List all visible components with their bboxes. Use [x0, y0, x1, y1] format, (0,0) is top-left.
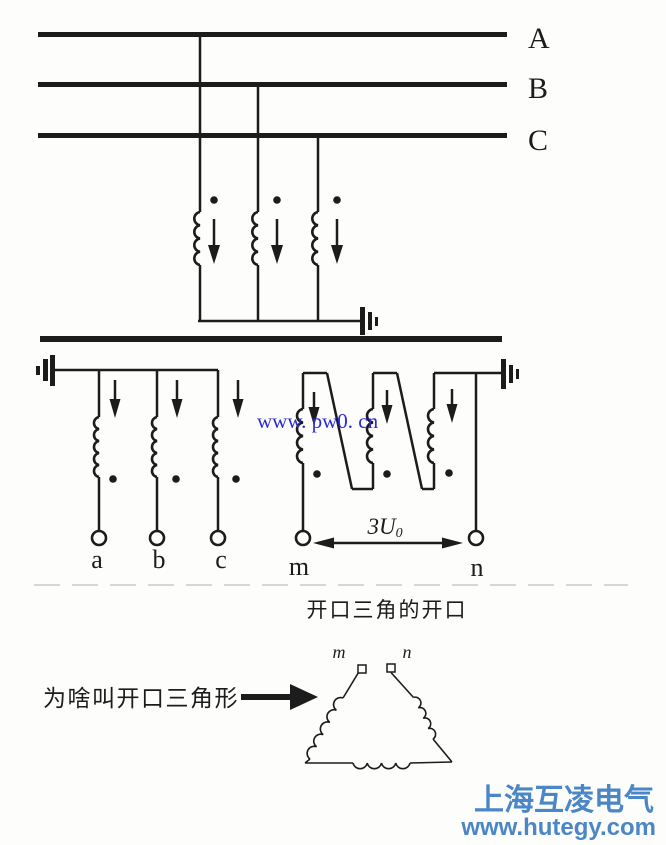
- terminal-b: [148, 529, 166, 547]
- sketch-right-corner: [432, 738, 453, 763]
- polarity-dot: [333, 196, 341, 204]
- secondary-winding-b: b: [148, 370, 183, 574]
- primary-coil-b: [251, 210, 259, 267]
- current-arrow-head: [109, 399, 121, 418]
- primary-coil-c: [311, 210, 319, 267]
- primary-windings: [193, 34, 378, 335]
- ground-symbol-secondary-right: [501, 359, 519, 389]
- bus-b: [38, 82, 507, 87]
- primary-winding-a: [193, 34, 220, 321]
- voltage-arrow-head-right: [442, 537, 463, 549]
- ground-bar-long: [360, 307, 365, 335]
- primary-busbars: A B C: [38, 22, 550, 157]
- polarity-dot: [172, 475, 180, 483]
- ground-bar-mid: [43, 359, 48, 381]
- pointer-arrow-shaft: [241, 694, 293, 700]
- open-triangle-sketch: m n: [304, 642, 453, 770]
- voltage-3u0-label: 3U0: [366, 514, 402, 541]
- bus-b-label: B: [528, 72, 548, 105]
- voltage-3u0-subscript: 0: [396, 526, 403, 541]
- sketch-left-coil: [306, 696, 344, 760]
- polarity-dot: [383, 470, 391, 478]
- sketch-right-coil: [413, 696, 437, 740]
- ground-bar-long: [501, 359, 506, 389]
- bus-a: [38, 32, 507, 37]
- terminal-c-label: c: [215, 545, 227, 574]
- primary-coil-a: [193, 210, 201, 267]
- pointer-arrow-head: [290, 684, 318, 710]
- secondary-winding-c: c: [209, 370, 244, 574]
- open-delta-winding-2: [365, 371, 434, 491]
- voltage-3u0-arrow: [313, 537, 463, 549]
- terminal-n: [467, 529, 485, 547]
- current-arrow-head: [446, 404, 458, 423]
- sketch-right-lead: [390, 671, 414, 698]
- sketch-terminal-m-square: [357, 664, 367, 674]
- polarity-dot: [273, 196, 281, 204]
- polarity-dot: [210, 196, 218, 204]
- sketch-m-label: m: [333, 642, 346, 662]
- terminal-m-label: m: [289, 552, 309, 581]
- terminal-a: [90, 529, 108, 547]
- voltage-arrow-head-left: [313, 537, 334, 549]
- pointer-arrow: [241, 684, 318, 710]
- delta-coil-3: [426, 407, 435, 465]
- delta-diagonal-1: [325, 372, 354, 490]
- polarity-dot: [445, 469, 453, 477]
- brand-watermark: 上海互凌电气: [474, 784, 654, 817]
- ground-bar-short: [36, 366, 40, 375]
- current-arrow-head: [232, 399, 244, 418]
- delta-diagonal-2: [395, 372, 424, 490]
- terminal-a-label: a: [91, 545, 103, 574]
- open-delta-windings: m n 3U0: [289, 359, 519, 582]
- ground-bar-mid: [509, 365, 513, 383]
- watermark-pw0: www. pw0. cn: [257, 409, 379, 433]
- secondary-coil-b: [150, 415, 158, 479]
- brand-url-watermark: www.hutegy.com: [460, 814, 656, 841]
- terminal-b-label: b: [153, 545, 166, 574]
- secondary-star-windings: a b c: [36, 355, 244, 574]
- sketch-terminal-n-square: [386, 663, 396, 673]
- primary-winding-c: [311, 134, 343, 321]
- current-arrow-head: [171, 399, 183, 418]
- terminal-n-label: n: [471, 553, 484, 582]
- bus-c: [38, 133, 507, 138]
- primary-winding-b: [251, 84, 283, 321]
- open-delta-winding-3: [426, 371, 501, 489]
- why-open-delta-text: 为啥叫开口三角形: [43, 686, 239, 711]
- sketch-left-lead: [342, 672, 360, 699]
- ground-bar-short: [516, 369, 519, 379]
- polarity-dot: [232, 475, 240, 483]
- ground-bar-short: [375, 317, 378, 326]
- current-arrow-head: [381, 405, 393, 424]
- voltage-3u0-text: 3U: [366, 514, 397, 539]
- bus-a-label: A: [528, 22, 550, 55]
- secondary-coil-c: [211, 415, 219, 479]
- polarity-dot: [313, 470, 321, 478]
- ground-symbol-primary: [360, 307, 378, 335]
- delta-coil-2: [365, 407, 374, 465]
- current-arrow-head: [271, 245, 283, 264]
- current-arrow-head: [208, 245, 220, 264]
- delta-coil-1: [295, 407, 304, 465]
- polarity-dot: [109, 475, 117, 483]
- secondary-busbar: [40, 336, 502, 342]
- secondary-winding-a: a: [90, 370, 121, 574]
- open-delta-title: 开口三角的开口: [307, 598, 468, 622]
- bus-c-label: C: [528, 124, 548, 157]
- ground-bar-mid: [368, 312, 372, 330]
- terminal-m: [294, 529, 312, 547]
- secondary-coil-a: [92, 415, 100, 479]
- open-delta-winding-1: [295, 371, 373, 531]
- sketch-n-label: n: [403, 642, 412, 662]
- current-arrow-head: [331, 245, 343, 264]
- sketch-bottom-coil: [352, 762, 411, 770]
- current-arrow-head: [308, 407, 320, 426]
- terminal-c: [209, 529, 227, 547]
- sketch-bottom-right-segment: [409, 761, 453, 764]
